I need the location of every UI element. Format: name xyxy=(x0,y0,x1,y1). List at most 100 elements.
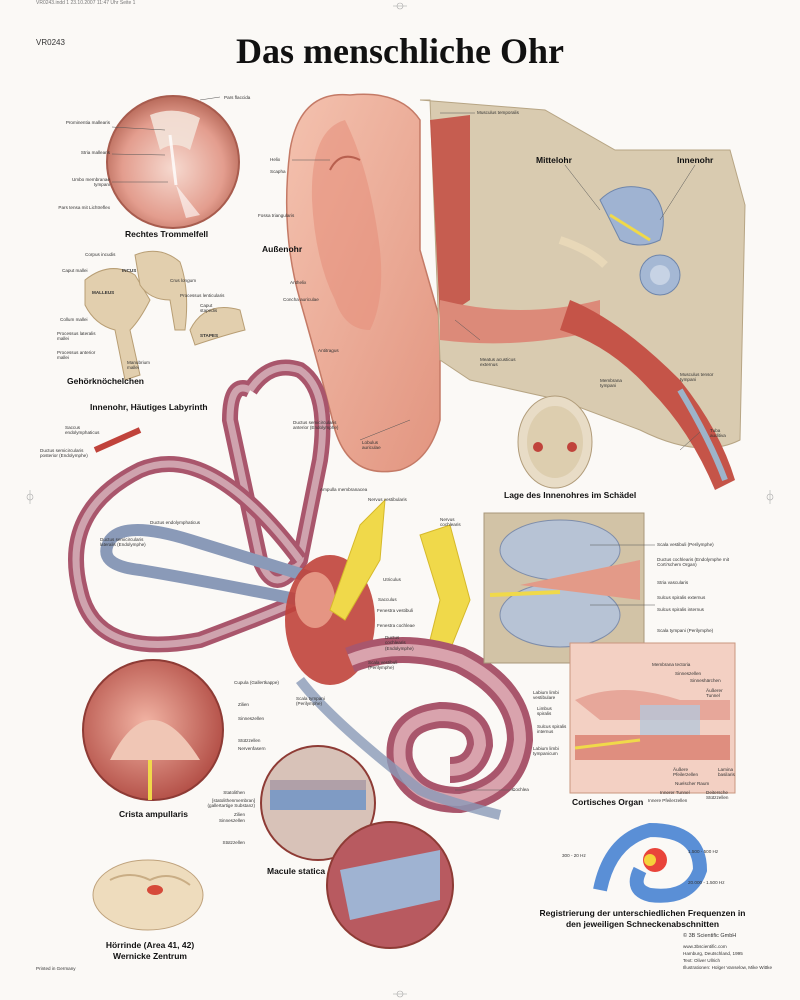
caption-crista: Crista ampullaris xyxy=(119,809,188,819)
label-cs-sulcus-ext: Sulcus spiralis externus xyxy=(657,595,706,600)
label-malleus: MALLEUS xyxy=(92,290,115,295)
publisher: © 3B Scientific GmbH xyxy=(683,933,737,939)
label-freq-2: 1.500 - 500 Hz xyxy=(688,849,719,854)
page-title: Das menschliche Ohr xyxy=(236,31,564,71)
ossicles-figure xyxy=(84,250,246,381)
label-crista-zilien: Zilien xyxy=(238,702,249,707)
label-umbo: Umbo membranae tympani xyxy=(71,177,110,188)
label-scala-tymp: Scala tympani (Perilymphe) xyxy=(296,696,325,707)
label-fen-vest: Fenestra vestibuli xyxy=(377,608,414,613)
label-lobulus: Lobulus auriculae xyxy=(362,440,381,451)
nerves-figure xyxy=(329,498,471,651)
label-caput-stapedis: Caput stapedis xyxy=(200,303,218,314)
label-freq-1: 300 - 20 Hz xyxy=(562,853,586,858)
label-corti-nuel: Nuelscher Raum xyxy=(675,781,710,786)
label-scala-vest: Scala vestibuli (Perilymphe) xyxy=(368,660,398,671)
label-utriculus: Utriculus xyxy=(383,577,401,582)
labyrinth-figure xyxy=(68,359,331,653)
label-corti-deiters: Deitersche Stützzellen xyxy=(706,790,729,801)
caption-brain-1: Hörrinde (Area 41, 42) xyxy=(105,940,195,950)
label-crista-sinnes: Sinneszellen xyxy=(238,716,265,721)
label-concha: Concha auriculae xyxy=(283,297,319,302)
label-crus: Crus longum xyxy=(170,278,197,283)
label-corti-lamina: Lamina basilaris xyxy=(718,767,735,778)
label-macula-membran: [statolithenmembran] (gallertartige Subs… xyxy=(207,798,256,809)
label-proc-ant: Processus anterior mallei xyxy=(57,350,96,361)
label-lateralis: Ductus semicircularis lateralis (Endolym… xyxy=(100,537,146,548)
label-corti-haerchen: Sinneshärchen xyxy=(690,678,721,683)
label-freq-3: 20.000 - 1.500 Hz xyxy=(688,880,725,885)
caption-macula: Macule statica xyxy=(267,866,326,876)
caption-frequency-2: den jeweiligen Schneckenabschnitten xyxy=(565,919,720,929)
printed-in: Printed in Germany xyxy=(36,966,76,971)
caption-aussenohr: Außenohr xyxy=(262,244,303,254)
caption-labyrinth: Innenohr, Häutiges Labyrinth xyxy=(90,402,208,412)
label-cochlea: Cochlea xyxy=(512,787,529,792)
label-crista-nerven: Nervenfasern xyxy=(238,746,266,751)
label-temporalis: Musculus temporalis xyxy=(477,110,519,115)
label-corti-innerer-tunnel: Innerer Tunnel xyxy=(660,790,690,795)
outer-ear-figure xyxy=(285,93,441,473)
label-crista-stuetz: Stützzellen xyxy=(238,738,261,743)
label-fen-coch: Fenestra cochleae xyxy=(377,623,415,628)
print-metadata: VR0243.indd 1 23.10.2007 11:47 Uhr Seite… xyxy=(36,0,136,6)
macula-figure xyxy=(260,745,454,949)
product-code: VR0243 xyxy=(36,38,65,47)
caption-trommelfell: Rechtes Trommelfell xyxy=(125,229,209,239)
temporal-bone-figure xyxy=(419,99,746,490)
caption-innenohr: Innenohr xyxy=(677,155,714,165)
label-ampulla: Ampulla membranacea xyxy=(320,487,368,492)
label-tensor: Musculus tensor tympani xyxy=(680,372,714,383)
label-corti-limbus: Limbus spiralis xyxy=(537,706,552,717)
label-proc-lat: Processus lateralis mallei xyxy=(57,331,96,342)
label-corti-innere-pf: Innere Pfeilerzellen xyxy=(648,798,688,803)
label-manubrium: Manubrium mallei xyxy=(127,360,150,371)
label-corpus: Corpus incudis xyxy=(85,252,116,257)
label-posterior: Ductus semicircularis posterior (Endolym… xyxy=(40,448,88,459)
label-corti-aeusserer-tunnel: Äußerer Tunnel xyxy=(706,688,723,699)
label-fossa: Fossa triangularis xyxy=(258,213,295,218)
frequency-cochlea-figure xyxy=(593,822,708,903)
label-corti-sinnes: Sinneszellen xyxy=(675,671,702,676)
label-pars-flaccida: Pars flaccida xyxy=(224,95,251,100)
corti-organ-figure xyxy=(569,642,736,794)
label-saccus: Saccus endolymphaticus xyxy=(65,425,100,436)
label-anthelix: Anthelix xyxy=(290,280,307,285)
label-macula-statolithen: Statolithen xyxy=(223,790,245,795)
label-cs-sulcus-int: Sulcus spiralis internus xyxy=(657,607,704,612)
caption-skull: Lage des Innenohres im Schädel xyxy=(504,490,637,500)
text-credit: Text: Oliver Ullrich xyxy=(683,958,721,963)
caption-frequency-1: Registrierung der unterschiedlichen Freq… xyxy=(539,908,746,918)
label-anterior: Ductus semicircularis anterior (Endolymp… xyxy=(293,420,339,431)
label-scapha: Scapha xyxy=(270,169,286,174)
label-caput-mallei: Caput mallei xyxy=(62,268,88,273)
label-pars-tensa: Pars tensa mit Lichtreflex xyxy=(58,205,110,210)
leader-lines xyxy=(111,96,701,791)
label-corti-labium-vest: Labium limbi vestibulare xyxy=(533,690,559,701)
label-tuba: Tuba auditiva xyxy=(710,428,726,439)
label-crista-cupula: Cupula (Gallertkappe) xyxy=(234,680,279,685)
label-macula-zilien: Zilien xyxy=(234,812,245,817)
website: www.3bscientific.com xyxy=(683,944,727,949)
label-macula-sinnes: Sinneszellen xyxy=(218,818,245,823)
label-incus: INCUS xyxy=(122,268,137,273)
label-corti-sulcus: Sulcus spiralis internus xyxy=(537,724,567,735)
label-sacculus: Sacculus xyxy=(378,597,397,602)
label-meatus: Meatus acusticus externus xyxy=(480,357,516,368)
registration-marks xyxy=(26,2,774,998)
label-ductus-endo: Ductus endolymphaticus xyxy=(150,520,201,525)
brain-figure xyxy=(92,859,204,931)
label-nervus-vest: Nervus vestibularis xyxy=(368,497,407,502)
label-stria: Stria mallearis xyxy=(80,150,110,155)
place: Hamburg, Deutschland, 1995 xyxy=(683,951,743,956)
label-nervus-coch: Nervus cochlearis xyxy=(440,517,461,528)
caption-mittelohr: Mittelohr xyxy=(536,155,572,165)
label-prominentia: Prominentia mallearis xyxy=(65,120,110,125)
label-macula-stuetz: Stützzellen xyxy=(222,840,245,845)
label-ductus-coch: Ductus cochlearis (Endolymphe) xyxy=(385,635,414,651)
label-corti-membrana: Membrana tectoria xyxy=(652,662,691,667)
label-cs-scala-vest: Scala vestibuli (Perilymphe) xyxy=(657,542,714,547)
label-collum: Collum mallei xyxy=(60,317,88,322)
label-stapes: STAPES xyxy=(200,333,219,338)
